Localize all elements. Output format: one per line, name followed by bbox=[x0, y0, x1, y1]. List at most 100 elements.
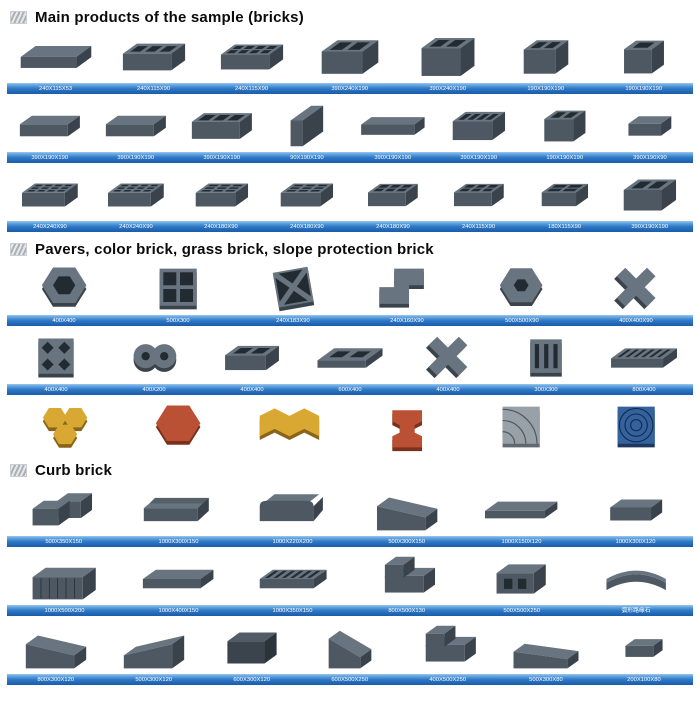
product-size-label: 600X400 bbox=[338, 386, 362, 393]
product-size-label: 1000X150X120 bbox=[501, 538, 542, 545]
product-block-flat bbox=[579, 484, 693, 536]
product-cell: 500X300 bbox=[121, 263, 236, 326]
product-s-block bbox=[350, 263, 464, 315]
product-eight bbox=[105, 332, 203, 384]
product-size-label: 240X183X90 bbox=[276, 317, 310, 324]
product-cell: 390X190X190 bbox=[435, 100, 522, 163]
product-step-block bbox=[399, 622, 497, 674]
product-interlock bbox=[236, 263, 350, 315]
product-cell bbox=[350, 401, 464, 453]
section-title: Main products of the sample (bricks) bbox=[35, 9, 304, 26]
size-label-strip: 400X400X90 bbox=[578, 315, 693, 326]
product-size-label: 240X115X53 bbox=[39, 85, 73, 92]
size-label-strip: 190X190X190 bbox=[521, 152, 608, 163]
product-cell bbox=[121, 401, 235, 453]
size-label-strip: 800X500X130 bbox=[349, 605, 465, 616]
size-label-strip: 390X190X190 bbox=[350, 152, 436, 163]
product-cell: 240X115X90 bbox=[435, 169, 522, 232]
size-label-strip: 600X500X250 bbox=[301, 674, 399, 685]
product-block-long bbox=[350, 100, 436, 152]
product-brick-small bbox=[595, 622, 693, 674]
product-size-label: 240X180X90 bbox=[204, 223, 239, 230]
size-label-strip: 600X400 bbox=[301, 384, 399, 395]
product-cell: 390X240X190 bbox=[301, 31, 399, 94]
product-cube-2holes bbox=[522, 100, 608, 152]
product-perf-3x2 bbox=[350, 169, 436, 221]
product-cell: 800X300X120 bbox=[7, 622, 105, 685]
product-size-label: 1000X350X150 bbox=[272, 607, 313, 614]
product-hollow-2holes-tall bbox=[399, 31, 497, 83]
product-cell: 240X183X90 bbox=[235, 263, 350, 326]
size-label-strip: 1000X150X120 bbox=[464, 536, 579, 547]
product-size-label: 400X200 bbox=[142, 386, 166, 393]
size-label-strip: 240X240X90 bbox=[7, 221, 93, 232]
product-hollow-2holes bbox=[607, 169, 693, 221]
size-label-strip: 390X190X190 bbox=[607, 221, 693, 232]
product-cell bbox=[7, 401, 121, 453]
product-curb-slope bbox=[7, 622, 105, 674]
size-label-strip: 600X300X120 bbox=[203, 674, 301, 685]
product-wave bbox=[236, 401, 350, 453]
product-perf-2x2 bbox=[522, 169, 608, 221]
product-cell: 390X190X190 bbox=[92, 100, 179, 163]
product-perf-4x3 bbox=[7, 169, 93, 221]
section-header: Curb brick bbox=[10, 462, 700, 479]
size-label-strip: 390X240X190 bbox=[399, 83, 497, 94]
product-block-small bbox=[607, 100, 693, 152]
size-label-strip: 500X300X80 bbox=[497, 674, 595, 685]
product-block-low bbox=[7, 100, 93, 152]
product-size-label: 500X300X150 bbox=[388, 538, 426, 545]
size-label-strip: 弧形路缘石 bbox=[578, 605, 693, 616]
product-size-label: 500X350X150 bbox=[45, 538, 83, 545]
product-hollow-2holes-flat bbox=[203, 332, 301, 384]
size-label-strip: 800X300X120 bbox=[7, 674, 105, 685]
product-cell: 190X190X190 bbox=[595, 31, 693, 94]
product-size-label: 800X300X120 bbox=[37, 676, 75, 683]
product-row bbox=[0, 401, 700, 453]
hatched-square-icon bbox=[10, 243, 27, 256]
product-cell: 500X350X150 bbox=[7, 484, 122, 547]
product-size-label: 390X190X190 bbox=[31, 154, 69, 161]
product-cell: 800X500X130 bbox=[349, 553, 465, 616]
product-tri-paver bbox=[7, 401, 121, 453]
product-size-label: 500X300X80 bbox=[529, 676, 563, 683]
product-cell: 500X500X250 bbox=[464, 553, 579, 616]
product-size-label: 240X115X90 bbox=[462, 223, 496, 230]
product-curb-slope-curved bbox=[105, 622, 203, 674]
product-cell bbox=[579, 401, 693, 453]
product-cell: 500X300X120 bbox=[105, 622, 203, 685]
product-catalog: Main products of the sample (bricks) 240X… bbox=[0, 9, 700, 685]
size-label-strip: 240X180X90 bbox=[264, 221, 350, 232]
size-label-strip: 400X400 bbox=[7, 315, 122, 326]
hatched-square-icon bbox=[10, 464, 27, 477]
product-grass-grid4 bbox=[121, 263, 235, 315]
product-size-label: 500X300X120 bbox=[135, 676, 173, 683]
product-cell: 390X190X90 bbox=[607, 100, 693, 163]
product-cell: 300X300 bbox=[497, 332, 595, 395]
product-cell: 1000X220X200 bbox=[235, 484, 350, 547]
product-cell: 800X400 bbox=[595, 332, 693, 395]
product-size-label: 800X400 bbox=[632, 386, 656, 393]
product-slab-ribbed bbox=[236, 553, 350, 605]
size-label-strip: 390X190X90 bbox=[607, 152, 693, 163]
size-label-strip: 400X400 bbox=[7, 384, 105, 395]
product-cell: 1000X150X120 bbox=[464, 484, 579, 547]
product-cell: 240X115X90 bbox=[203, 31, 301, 94]
size-label-strip: 1000X220X200 bbox=[235, 536, 350, 547]
size-label-strip: 800X400 bbox=[595, 384, 693, 395]
product-slot-block bbox=[497, 332, 595, 384]
size-label-strip: 390X190X190 bbox=[178, 152, 265, 163]
product-size-label: 600X300X120 bbox=[233, 676, 271, 683]
size-label-strip: 1000X300X150 bbox=[121, 536, 236, 547]
product-size-label: 180X115X90 bbox=[547, 223, 581, 230]
product-step-block bbox=[350, 553, 464, 605]
product-hollow-4holes bbox=[436, 100, 522, 152]
size-label-strip: 190X190X190 bbox=[497, 83, 595, 94]
size-label-strip: 240X115X90 bbox=[435, 221, 522, 232]
section-header: Main products of the sample (bricks) bbox=[10, 9, 700, 26]
